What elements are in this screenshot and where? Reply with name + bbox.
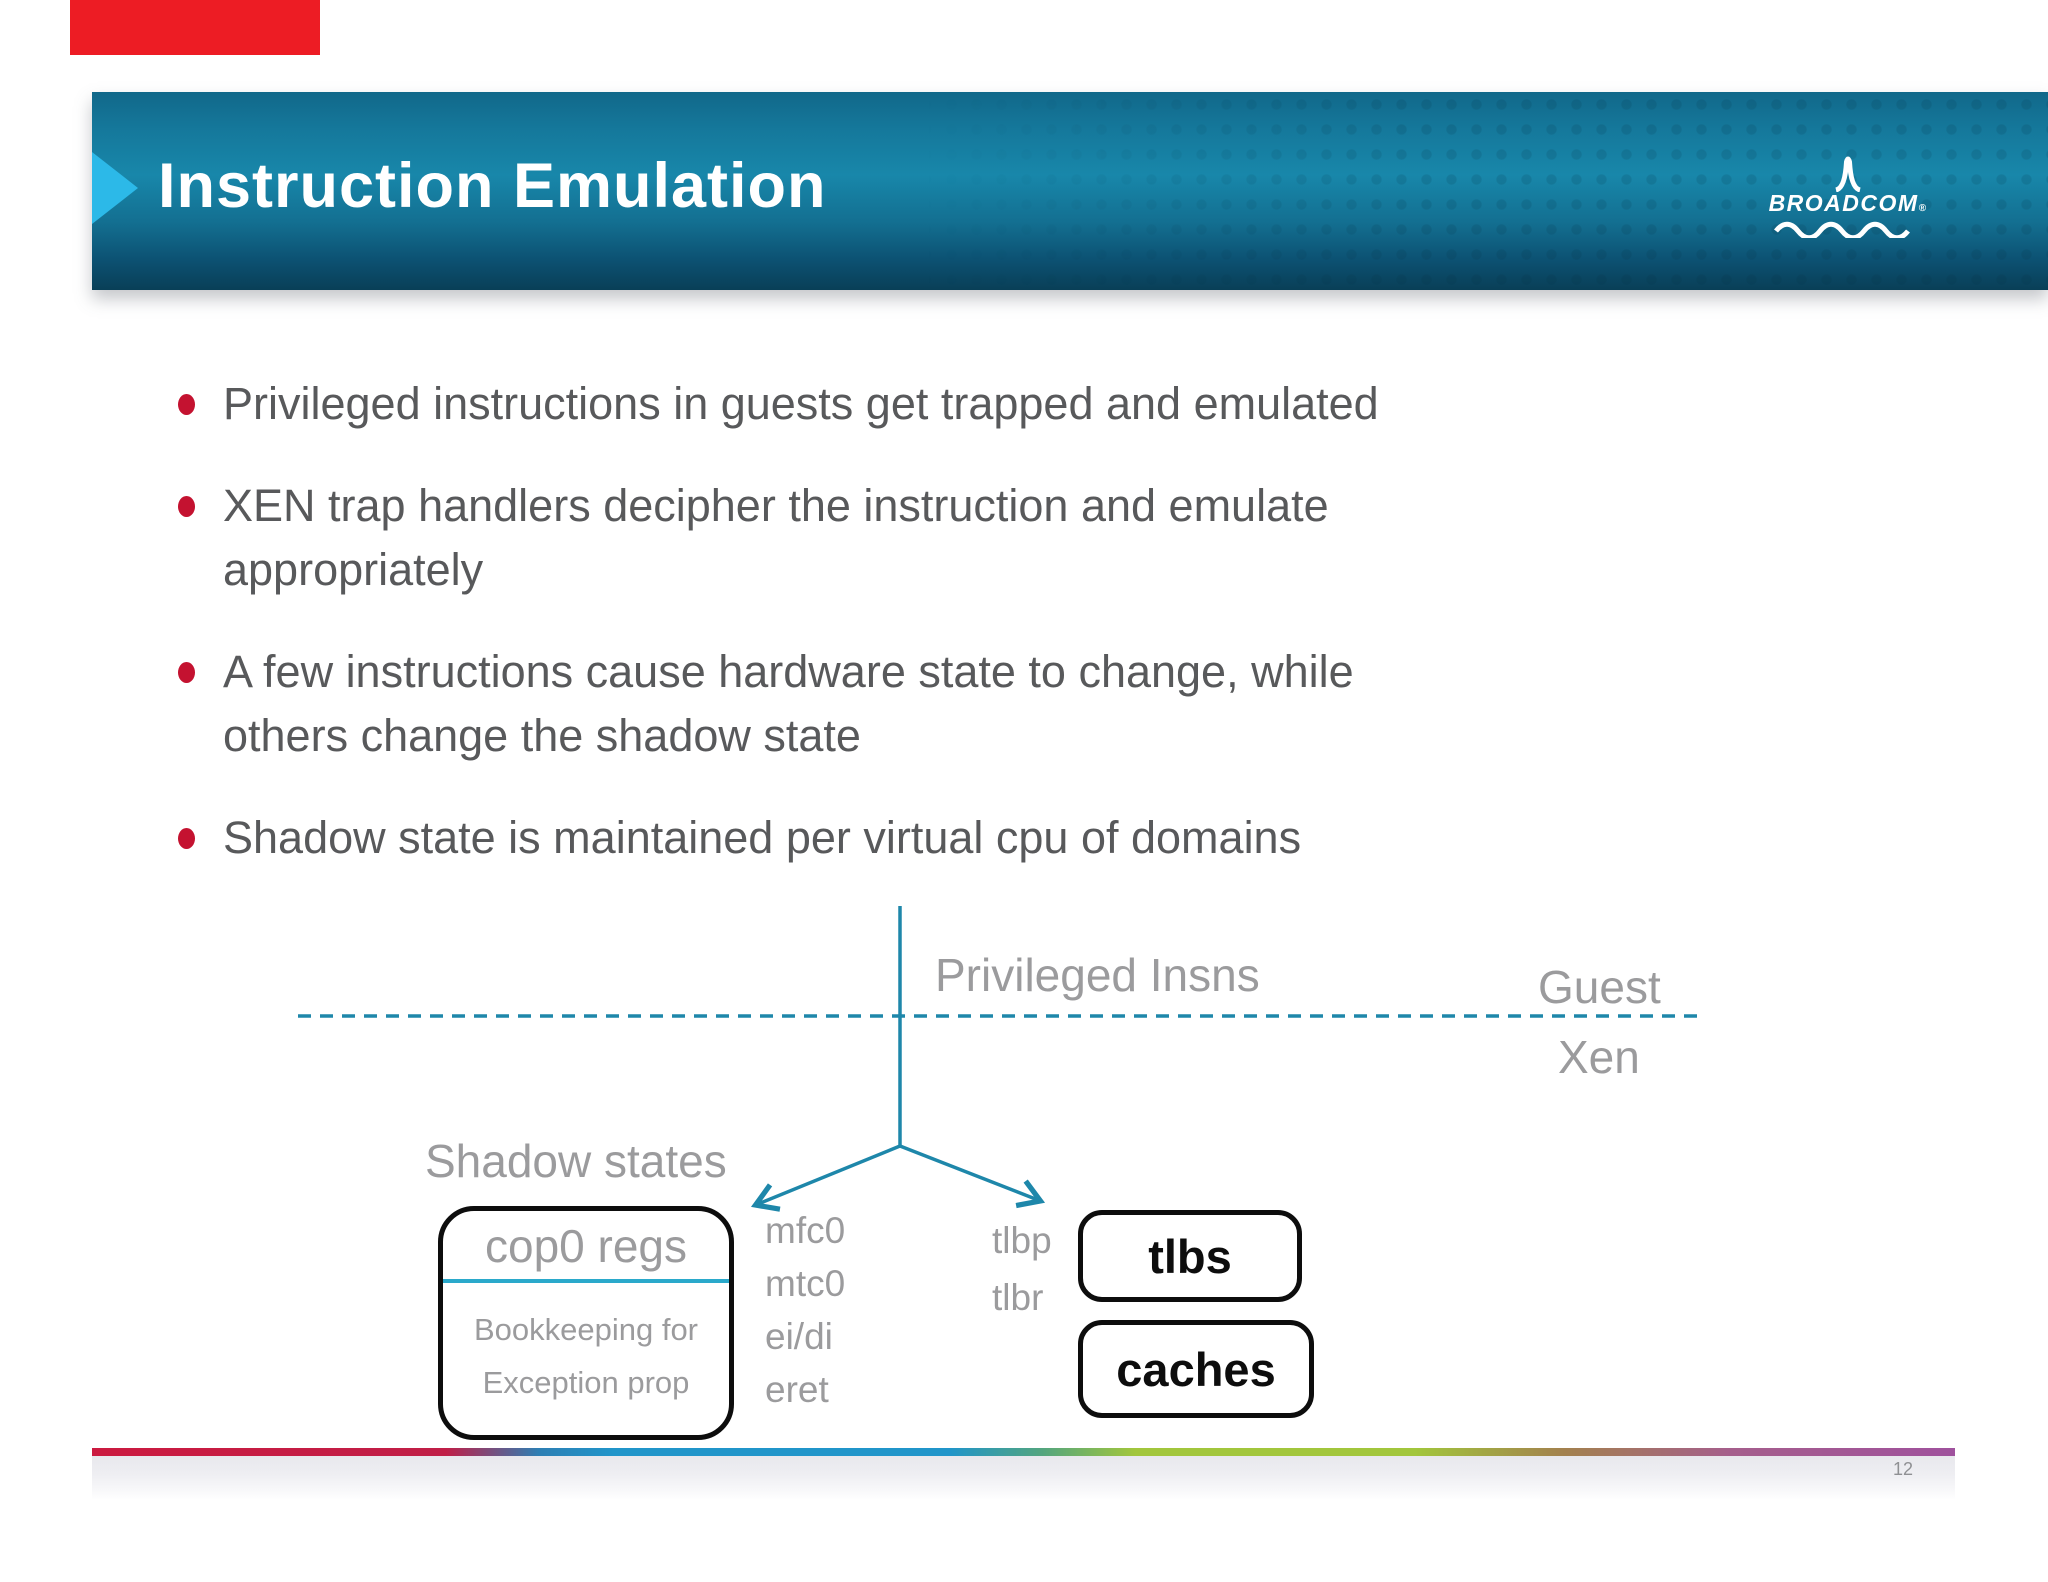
- instruction-item: ei/di: [765, 1316, 833, 1357]
- cop0-exception-text: Exception prop: [482, 1365, 690, 1400]
- chevron-right-icon: [92, 152, 138, 224]
- tlbs-box: tlbs: [1078, 1210, 1302, 1302]
- broadcom-wave-icon: [1774, 221, 1910, 238]
- broadcom-pulse-icon: [1835, 156, 1861, 192]
- bullet-icon: [178, 394, 195, 415]
- broadcom-logo: BROADCOM®: [1768, 154, 1928, 238]
- instruction-item: mfc0: [765, 1210, 846, 1251]
- page-title: Instruction Emulation: [158, 151, 827, 221]
- footer-band: [92, 1456, 1955, 1500]
- bullet-list: Privileged instructions in guests get tr…: [178, 372, 1678, 908]
- cop0-bookkeeping-text: Bookkeeping for: [473, 1312, 699, 1347]
- caches-box: caches: [1078, 1320, 1314, 1418]
- slide-title-bar: Instruction Emulation BROADCOM®: [92, 92, 2048, 290]
- bullet-text: others change the shadow state: [223, 710, 861, 761]
- bullet-icon: [178, 828, 195, 849]
- list-item: Shadow state is maintained per virtual c…: [178, 806, 1678, 870]
- red-overlay-marker: [70, 0, 320, 55]
- bullet-text: Privileged instructions in guests get tr…: [223, 378, 1379, 429]
- page-number: 12: [1893, 1459, 1914, 1479]
- arrow-to-cop0: [750, 1144, 901, 1212]
- list-item: XEN trap handlers decipher the instructi…: [178, 474, 1678, 602]
- xen-label: Xen: [1558, 1031, 1640, 1083]
- cop0-regs-title: cop0 regs: [443, 1211, 729, 1283]
- privileged-insns-label: Privileged Insns: [935, 949, 1260, 1001]
- broadcom-logo-text: BROADCOM®: [1768, 190, 1928, 216]
- instruction-item: tlbp: [992, 1220, 1052, 1261]
- cop0-regs-box: cop0 regs Bookkeeping for Exception prop: [438, 1206, 734, 1440]
- instruction-list: mfc0 mtc0 ei/di eret …: [765, 1204, 845, 1469]
- list-item: Privileged instructions in guests get tr…: [178, 372, 1678, 436]
- tlb-instruction-list: tlbp tlbr: [992, 1212, 1052, 1326]
- bullet-text: Shadow state is maintained per virtual c…: [223, 812, 1302, 863]
- list-item: A few instructions cause hardware state …: [178, 640, 1678, 768]
- bullet-icon: [178, 662, 195, 683]
- bullet-text: A few instructions cause hardware state …: [223, 646, 1354, 697]
- shadow-states-label: Shadow states: [425, 1135, 727, 1187]
- instruction-item: mtc0: [765, 1263, 846, 1304]
- bullet-text: XEN trap handlers decipher the instructi…: [223, 480, 1329, 531]
- arrow-to-tlbs: [899, 1144, 1046, 1209]
- bullet-text: appropriately: [223, 544, 484, 595]
- rainbow-accent-stripe: [92, 1448, 1955, 1456]
- instruction-item: eret: [765, 1369, 829, 1410]
- instruction-item: tlbr: [992, 1277, 1044, 1318]
- bullet-icon: [178, 496, 195, 517]
- guest-label: Guest: [1538, 961, 1661, 1013]
